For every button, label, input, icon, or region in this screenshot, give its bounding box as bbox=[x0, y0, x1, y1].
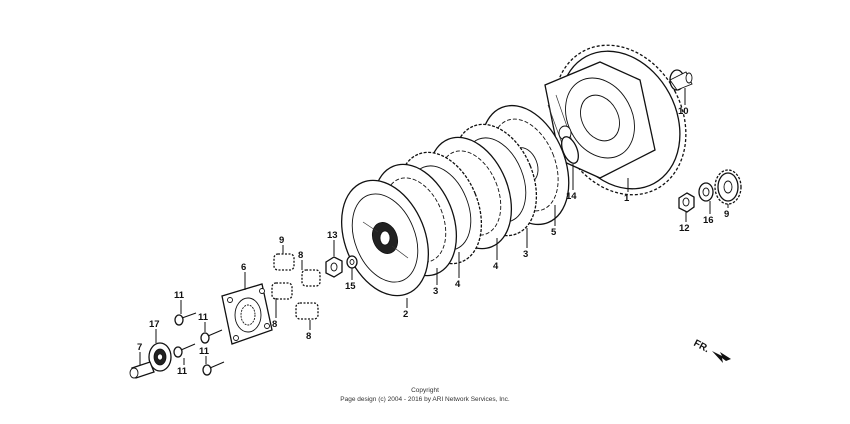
clutch-springs bbox=[272, 254, 320, 319]
spring-lower bbox=[296, 303, 318, 319]
front-arrow-icon bbox=[712, 351, 731, 363]
callout-11: 11 bbox=[198, 312, 209, 323]
bolt-upper bbox=[175, 313, 196, 325]
primary-drive-gear bbox=[715, 170, 741, 204]
callout-3: 3 bbox=[433, 286, 438, 297]
copyright-notice: Copyright Page design (c) 2004 - 2016 by… bbox=[340, 387, 510, 403]
callout-8: 8 bbox=[298, 250, 303, 261]
callout-8: 8 bbox=[272, 319, 277, 330]
callout-11: 11 bbox=[199, 346, 210, 357]
callout-13: 13 bbox=[327, 230, 338, 241]
callout-4: 4 bbox=[493, 261, 499, 272]
callout-11: 11 bbox=[177, 366, 188, 377]
callout-4: 4 bbox=[455, 279, 461, 290]
bolt-middle bbox=[201, 330, 222, 343]
callout-2: 2 bbox=[403, 309, 408, 320]
spring-right-upper bbox=[302, 270, 320, 286]
lifter-piece bbox=[130, 362, 154, 378]
bolt-left bbox=[174, 344, 195, 357]
bushing bbox=[670, 70, 692, 90]
callout-6: 6 bbox=[241, 262, 246, 273]
callout-7: 7 bbox=[137, 342, 142, 353]
front-direction-label: FR. bbox=[692, 338, 712, 355]
callout-1: 1 bbox=[624, 193, 630, 204]
callout-5: 5 bbox=[551, 227, 557, 238]
callout-16: 16 bbox=[703, 215, 714, 226]
nut-13 bbox=[326, 257, 342, 277]
copyright-line-2: Page design (c) 2004 - 2016 by ARI Netwo… bbox=[340, 396, 510, 403]
callout-11: 11 bbox=[174, 290, 185, 301]
callout-12: 12 bbox=[679, 223, 690, 234]
callout-14: 14 bbox=[566, 191, 577, 202]
spring-upper bbox=[274, 254, 294, 270]
callout-15: 15 bbox=[345, 281, 356, 292]
callout-9: 9 bbox=[279, 235, 284, 246]
washer-15 bbox=[347, 256, 357, 268]
callout-17: 17 bbox=[149, 319, 160, 330]
copyright-line-1: Copyright bbox=[411, 387, 439, 394]
lock-nut-12 bbox=[679, 193, 694, 212]
callout-8: 8 bbox=[306, 331, 311, 342]
callout-10: 10 bbox=[678, 106, 689, 117]
front-direction-marker: FR. bbox=[692, 338, 731, 363]
callout-9: 9 bbox=[724, 209, 729, 220]
spring-left bbox=[272, 283, 292, 299]
lifter-plate bbox=[222, 284, 272, 344]
callout-3: 3 bbox=[523, 249, 528, 260]
washer-16 bbox=[699, 183, 713, 201]
